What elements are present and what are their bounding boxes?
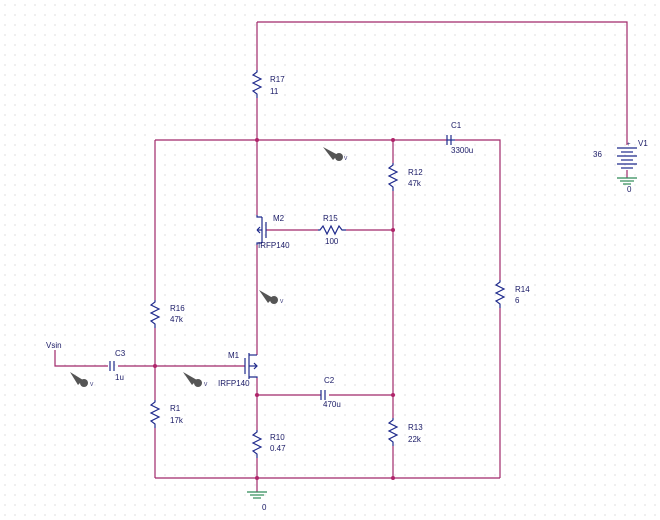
c1-value: 3300u: [451, 146, 473, 155]
probe-tip-icon: [194, 379, 202, 387]
m1-name: M1: [228, 351, 240, 360]
voltage-probe[interactable]: V: [323, 147, 348, 162]
probe-icon: [323, 147, 338, 160]
v1-value: 36: [593, 150, 602, 159]
resistor-r16[interactable]: R16 47k: [149, 300, 185, 328]
resistor-r13[interactable]: R13 22k: [387, 418, 423, 446]
r1-name: R1: [170, 404, 181, 413]
ground-v1-label: 0: [627, 185, 632, 194]
v1-minus-sign: -: [627, 179, 629, 185]
c2-name: C2: [324, 376, 335, 385]
r12-value: 47k: [408, 179, 422, 188]
probe-label: V: [90, 382, 94, 388]
r10-value: 0.47: [270, 444, 286, 453]
probe-tip-icon: [270, 296, 278, 304]
wire-supply-top[interactable]: [257, 21, 628, 145]
capacitor-c3[interactable]: C3 1u: [109, 349, 126, 382]
v1-name: V1: [638, 139, 648, 148]
r12-name: R12: [408, 168, 423, 177]
probe-icon: [259, 290, 273, 303]
mosfet-m2[interactable]: M2 IRFP140: [256, 214, 290, 250]
junction-dot: [255, 393, 259, 397]
probe-label: V: [280, 299, 284, 305]
r10-name: R10: [270, 433, 285, 442]
resistor-r10[interactable]: R10 0.47: [251, 430, 286, 458]
junction-dot: [255, 476, 259, 480]
r17-value: 11: [270, 87, 279, 96]
r13-name: R13: [408, 423, 423, 432]
r1-value: 17k: [170, 416, 184, 425]
probe-label: V: [344, 156, 348, 162]
resistor-r17[interactable]: R17 11: [251, 70, 285, 98]
ground-v1[interactable]: 0: [617, 177, 637, 194]
wire-c1-to-r14[interactable]: [455, 139, 501, 280]
capacitor-c1[interactable]: C1 3300u: [446, 121, 473, 155]
probe-label: V: [204, 382, 208, 388]
r14-name: R14: [515, 285, 530, 294]
r15-name: R15: [323, 214, 338, 223]
junction-dot: [255, 138, 259, 142]
resistor-r12[interactable]: R12 47k: [387, 163, 423, 191]
resistor-r1[interactable]: R1 17k: [149, 400, 184, 428]
c3-value: 1u: [115, 373, 124, 382]
net-label-vsin[interactable]: Vsin: [46, 341, 62, 350]
probe-tip-icon: [80, 379, 88, 387]
voltage-probe[interactable]: V: [259, 290, 284, 305]
resistor-r15[interactable]: R15 100: [318, 214, 346, 246]
wire-vsin[interactable]: [54, 350, 108, 367]
c3-name: C3: [115, 349, 126, 358]
probe-icon: [70, 372, 83, 385]
capacitor-c2[interactable]: C2 470u: [320, 376, 341, 409]
junction-dot: [153, 364, 157, 368]
probe-icon: [183, 372, 197, 385]
ground-main-label: 0: [262, 503, 267, 512]
ground-main[interactable]: 0: [247, 491, 267, 512]
m2-name: M2: [273, 214, 285, 223]
voltage-probe[interactable]: V: [70, 372, 94, 388]
vsin-label: Vsin: [46, 341, 62, 350]
mosfet-m1[interactable]: M1 IRFP140: [218, 351, 258, 388]
r17-name: R17: [270, 75, 285, 84]
r13-value: 22k: [408, 435, 422, 444]
m1-model: IRFP140: [218, 379, 250, 388]
junction-dot: [391, 228, 395, 232]
resistor-r14[interactable]: R14 6: [494, 280, 530, 308]
v1-plus-sign: +: [627, 142, 631, 148]
junction-dot: [391, 393, 395, 397]
r14-value: 6: [515, 296, 520, 305]
probe-tip-icon: [335, 153, 343, 161]
r15-value: 100: [325, 237, 339, 246]
m2-model: IRFP140: [258, 241, 290, 250]
junction-dot: [391, 138, 395, 142]
c1-name: C1: [451, 121, 462, 130]
r16-name: R16: [170, 304, 185, 313]
voltage-source-v1[interactable]: + - V1 36: [593, 139, 648, 185]
voltage-probe[interactable]: V: [183, 372, 208, 388]
c2-value: 470u: [323, 400, 341, 409]
junctions: [153, 138, 395, 480]
junction-dot: [391, 476, 395, 480]
r16-value: 47k: [170, 315, 184, 324]
